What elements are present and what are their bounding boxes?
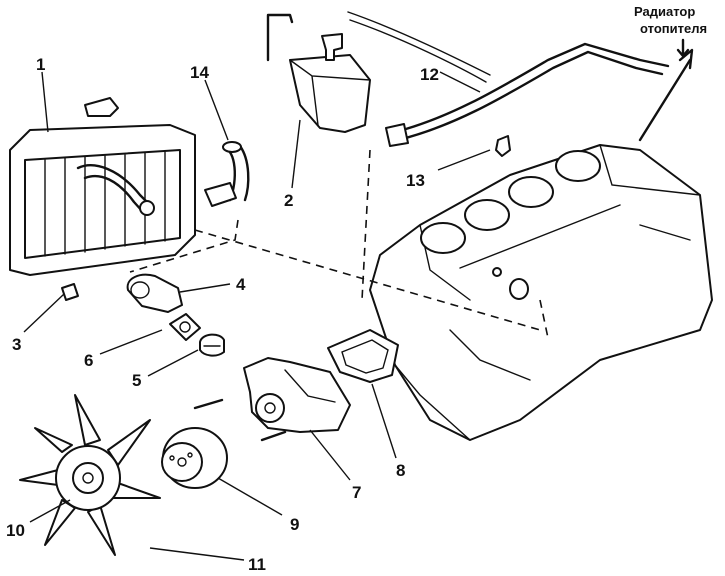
callout-5: 5 <box>132 371 141 390</box>
callout-13: 13 <box>406 171 425 190</box>
heater-label-line1: Радиатор <box>634 4 695 19</box>
callout-12: 12 <box>420 65 439 84</box>
callout-9: 9 <box>290 515 299 534</box>
heater-label-line2: отопителя <box>640 21 707 36</box>
callout-8: 8 <box>396 461 405 480</box>
callout-10: 10 <box>6 521 25 540</box>
assembly-lines <box>129 149 549 339</box>
cooling-fan <box>19 394 161 556</box>
engine-block <box>369 144 713 441</box>
heater-outlet-arrow <box>638 38 694 142</box>
callout-4: 4 <box>236 275 246 294</box>
water-pump <box>193 329 399 442</box>
pulley <box>161 427 228 489</box>
callout-2: 2 <box>284 191 293 210</box>
leader-lines <box>23 71 491 561</box>
thermostat-assembly <box>126 273 225 357</box>
callout-6: 6 <box>84 351 93 370</box>
callout-1: 1 <box>36 55 45 74</box>
heater-hose <box>347 11 670 147</box>
temperature-sender <box>495 135 511 157</box>
callout-7: 7 <box>352 483 361 502</box>
callout-14: 14 <box>190 63 209 82</box>
callout-11: 11 <box>248 555 266 574</box>
callout-3: 3 <box>12 335 21 354</box>
upper-hose <box>204 141 250 207</box>
expansion-tank <box>266 13 371 133</box>
radiator <box>9 97 196 301</box>
